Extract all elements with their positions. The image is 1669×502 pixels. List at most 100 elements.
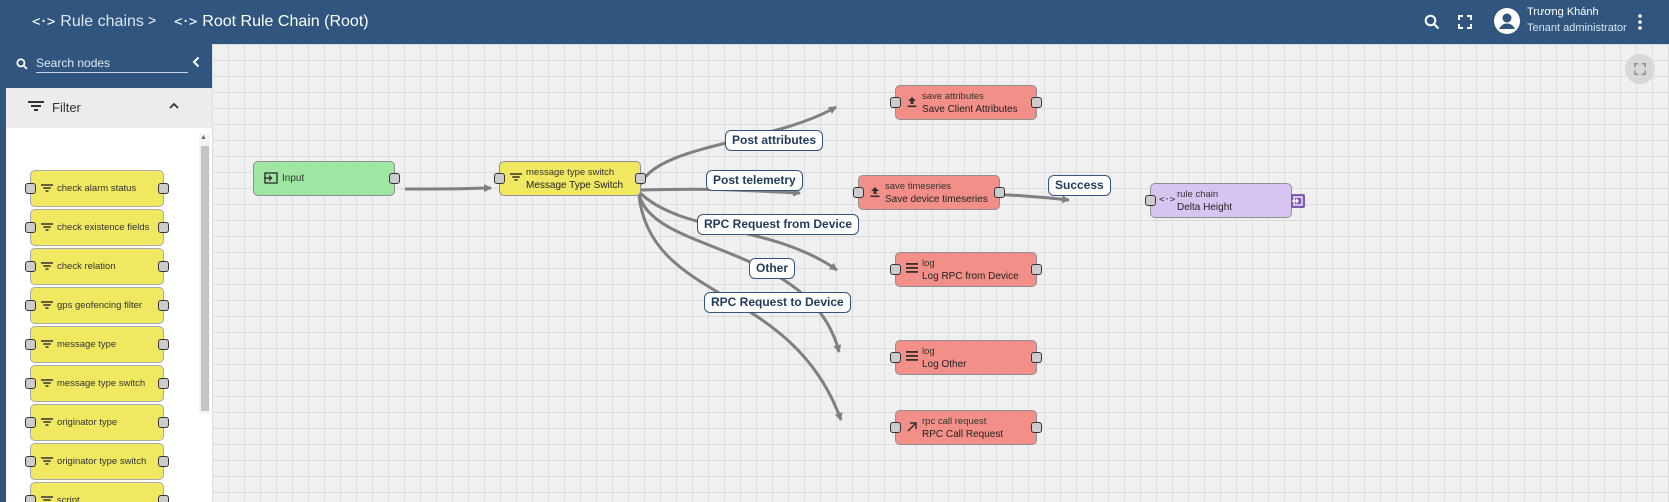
library-node-message-type-switch[interactable]: message type switch xyxy=(25,365,169,402)
input-port[interactable] xyxy=(25,378,36,389)
output-port[interactable] xyxy=(158,261,169,272)
filter-icon xyxy=(41,262,53,270)
code-icon: <·> xyxy=(32,14,55,30)
output-port[interactable] xyxy=(994,187,1005,198)
search-icon xyxy=(16,58,28,70)
link-label-post-telemetry[interactable]: Post telemetry xyxy=(706,170,803,191)
link-label-post-attributes[interactable]: Post attributes xyxy=(725,130,824,151)
output-port[interactable] xyxy=(158,456,169,467)
input-port[interactable] xyxy=(1145,195,1156,206)
library-node-originator-type[interactable]: originator type xyxy=(25,404,169,441)
chevron-up-icon[interactable] xyxy=(168,100,180,112)
node-rule-chain-delta-height[interactable]: <·> rule chain Delta Height xyxy=(1145,183,1305,218)
scrollbar-thumb[interactable] xyxy=(201,146,209,411)
node-save-device-timeseries[interactable]: save timeseries Save device timeseries xyxy=(853,175,1005,210)
input-port[interactable] xyxy=(25,456,36,467)
node-type: log xyxy=(922,258,935,269)
input-port[interactable] xyxy=(25,222,36,233)
library-node-label: script xyxy=(57,495,80,502)
library-node-label: originator type switch xyxy=(57,456,147,467)
link-label-rpc-request-to-device[interactable]: RPC Request to Device xyxy=(704,292,851,313)
menu-lines-icon xyxy=(906,351,918,361)
filter-icon xyxy=(41,418,53,426)
output-port[interactable] xyxy=(389,173,400,184)
rule-chain-canvas[interactable]: Input message type switch Message Type S… xyxy=(212,44,1669,502)
node-save-client-attributes[interactable]: save attributes Save Client Attributes xyxy=(890,85,1042,120)
output-port[interactable] xyxy=(1031,422,1042,433)
input-port[interactable] xyxy=(853,187,864,198)
output-port[interactable] xyxy=(158,183,169,194)
link-other xyxy=(637,193,842,353)
filter-section-header[interactable]: Filter xyxy=(6,88,212,128)
link-label-rpc-request-from-device[interactable]: RPC Request from Device xyxy=(697,214,860,235)
library-node-script[interactable]: script xyxy=(25,482,169,502)
output-port[interactable] xyxy=(158,339,169,350)
library-node-label: check alarm status xyxy=(57,183,137,194)
library-node-check-existence-fields[interactable]: check existence fields xyxy=(25,209,169,246)
filter-icon xyxy=(41,379,53,387)
node-log-rpc-from-device[interactable]: log Log RPC from Device xyxy=(890,252,1042,287)
output-port[interactable] xyxy=(158,378,169,389)
node-log-other[interactable]: log Log Other xyxy=(890,340,1042,375)
upload-icon xyxy=(907,97,917,108)
input-port[interactable] xyxy=(494,173,505,184)
scroll-up-icon[interactable]: ▲ xyxy=(200,134,207,141)
output-port[interactable] xyxy=(1031,352,1042,363)
input-port[interactable] xyxy=(890,352,901,363)
search-icon[interactable] xyxy=(1420,10,1444,34)
breadcrumb-rule-chains[interactable]: <·> Rule chains xyxy=(32,0,144,44)
node-rpc-call-request[interactable]: rpc call request RPC Call Request xyxy=(890,410,1042,445)
library-node-label: message type xyxy=(57,339,117,350)
node-type: save timeseries xyxy=(885,181,951,192)
link-input-to-switch xyxy=(404,184,492,193)
input-port[interactable] xyxy=(25,417,36,428)
open-rule-chain-icon[interactable] xyxy=(1291,194,1305,208)
node-message-type-switch[interactable]: message type switch Message Type Switch xyxy=(494,161,646,196)
canvas-fullscreen-button[interactable] xyxy=(1625,54,1655,84)
breadcrumb-rule-chains-label: Rule chains xyxy=(60,13,144,30)
output-port[interactable] xyxy=(1031,97,1042,108)
input-port[interactable] xyxy=(890,422,901,433)
output-port[interactable] xyxy=(158,495,169,502)
output-port[interactable] xyxy=(158,417,169,428)
input-port[interactable] xyxy=(890,97,901,108)
node-type: log xyxy=(922,346,935,357)
search-nodes-input[interactable] xyxy=(36,53,188,73)
output-port[interactable] xyxy=(158,222,169,233)
input-port[interactable] xyxy=(25,339,36,350)
link-label-other[interactable]: Other xyxy=(749,258,796,279)
node-type: rpc call request xyxy=(922,416,987,427)
more-vert-icon[interactable] xyxy=(1628,10,1652,34)
library-node-check-relation[interactable]: check relation xyxy=(25,248,169,285)
chevron-left-icon[interactable] xyxy=(192,56,200,68)
output-port[interactable] xyxy=(635,173,646,184)
filter-icon xyxy=(41,184,53,192)
input-icon xyxy=(264,172,278,184)
breadcrumb-current-label: Root Rule Chain (Root) xyxy=(202,13,369,30)
sidebar-scrollbar[interactable]: ▲ xyxy=(199,134,210,414)
user-role: Tenant administrator xyxy=(1527,22,1627,34)
link-label-success[interactable]: Success xyxy=(1048,175,1111,196)
input-port[interactable] xyxy=(25,183,36,194)
node-name: RPC Call Request xyxy=(922,429,1004,440)
library-node-gps-geofencing-filter[interactable]: gps geofencing filter xyxy=(25,287,169,324)
node-name: Message Type Switch xyxy=(526,180,624,191)
fullscreen-icon[interactable] xyxy=(1453,10,1477,34)
library-node-check-alarm-status[interactable]: check alarm status xyxy=(25,170,169,207)
input-port[interactable] xyxy=(25,300,36,311)
filter-section-title: Filter xyxy=(52,100,81,115)
input-port[interactable] xyxy=(25,261,36,272)
user-name[interactable]: Trương Khánh xyxy=(1527,6,1599,18)
library-node-originator-type-switch[interactable]: originator type switch xyxy=(25,443,169,480)
output-port[interactable] xyxy=(158,300,169,311)
breadcrumb-separator: > xyxy=(148,12,157,28)
node-input[interactable]: Input xyxy=(253,161,400,196)
node-type: message type switch xyxy=(526,167,615,178)
input-port[interactable] xyxy=(890,264,901,275)
library-node-message-type[interactable]: message type xyxy=(25,326,169,363)
output-port[interactable] xyxy=(1031,264,1042,275)
node-name: Save device timeseries xyxy=(885,194,988,205)
input-port[interactable] xyxy=(25,495,36,502)
filter-icon xyxy=(41,223,53,231)
account-icon[interactable] xyxy=(1493,7,1521,35)
